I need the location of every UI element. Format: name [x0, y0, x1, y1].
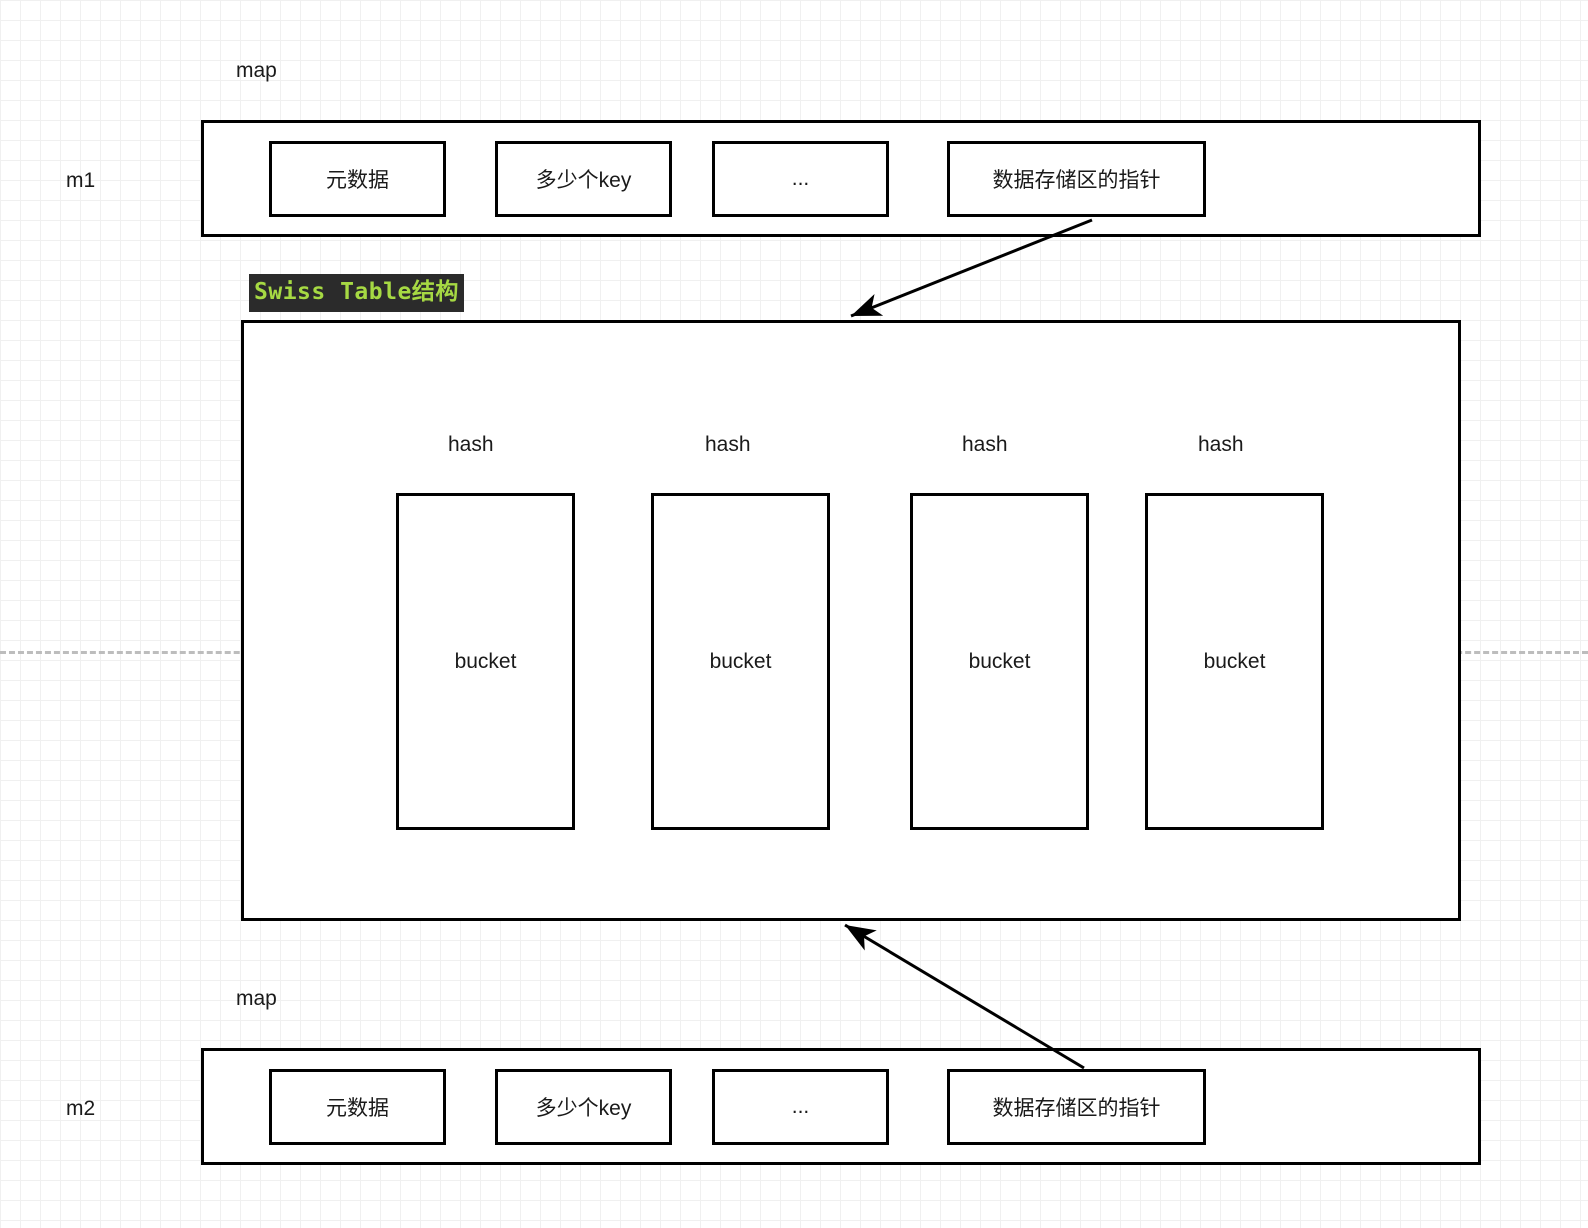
- swiss-table-badge: Swiss Table结构: [249, 274, 464, 312]
- arrow-m2-to-swiss-table: [844, 923, 1085, 1070]
- field-metadata-m2: 元数据: [269, 1069, 446, 1145]
- bucket-box-2: bucket: [651, 493, 830, 830]
- field-label: 元数据: [326, 1097, 389, 1120]
- bucket-box-4: bucket: [1145, 493, 1324, 830]
- field-key-count-m2: 多少个key: [495, 1069, 672, 1145]
- field-data-pointer-m1: 数据存储区的指针: [947, 141, 1206, 217]
- field-label: 数据存储区的指针: [992, 169, 1161, 192]
- bucket-label: bucket: [709, 649, 772, 673]
- field-label: 多少个key: [535, 169, 632, 192]
- map-caption-m2: map: [236, 987, 277, 1010]
- bucket-box-1: bucket: [396, 493, 575, 830]
- field-ellipsis-m2: ...: [712, 1069, 889, 1145]
- field-key-count-m1: 多少个key: [495, 141, 672, 217]
- field-data-pointer-m2: 数据存储区的指针: [947, 1069, 1206, 1145]
- hash-label-3: hash: [962, 433, 1008, 456]
- map-caption-m1: map: [236, 59, 277, 82]
- map-container-m2: [201, 1048, 1481, 1165]
- bucket-label: bucket: [1203, 649, 1266, 673]
- field-label: ...: [791, 167, 810, 190]
- map-side-label-m1: m1: [66, 169, 96, 192]
- bucket-label: bucket: [454, 649, 517, 673]
- field-ellipsis-m1: ...: [712, 141, 889, 217]
- map-side-label-m2: m2: [66, 1097, 96, 1120]
- field-metadata-m1: 元数据: [269, 141, 446, 217]
- bucket-box-3: bucket: [910, 493, 1089, 830]
- field-label: 元数据: [326, 169, 389, 192]
- bucket-label: bucket: [968, 649, 1031, 673]
- field-label: ...: [791, 1095, 810, 1118]
- hash-label-4: hash: [1198, 433, 1244, 456]
- hash-label-1: hash: [448, 433, 494, 456]
- field-label: 数据存储区的指针: [992, 1097, 1161, 1120]
- field-label: 多少个key: [535, 1097, 632, 1120]
- hash-label-2: hash: [705, 433, 751, 456]
